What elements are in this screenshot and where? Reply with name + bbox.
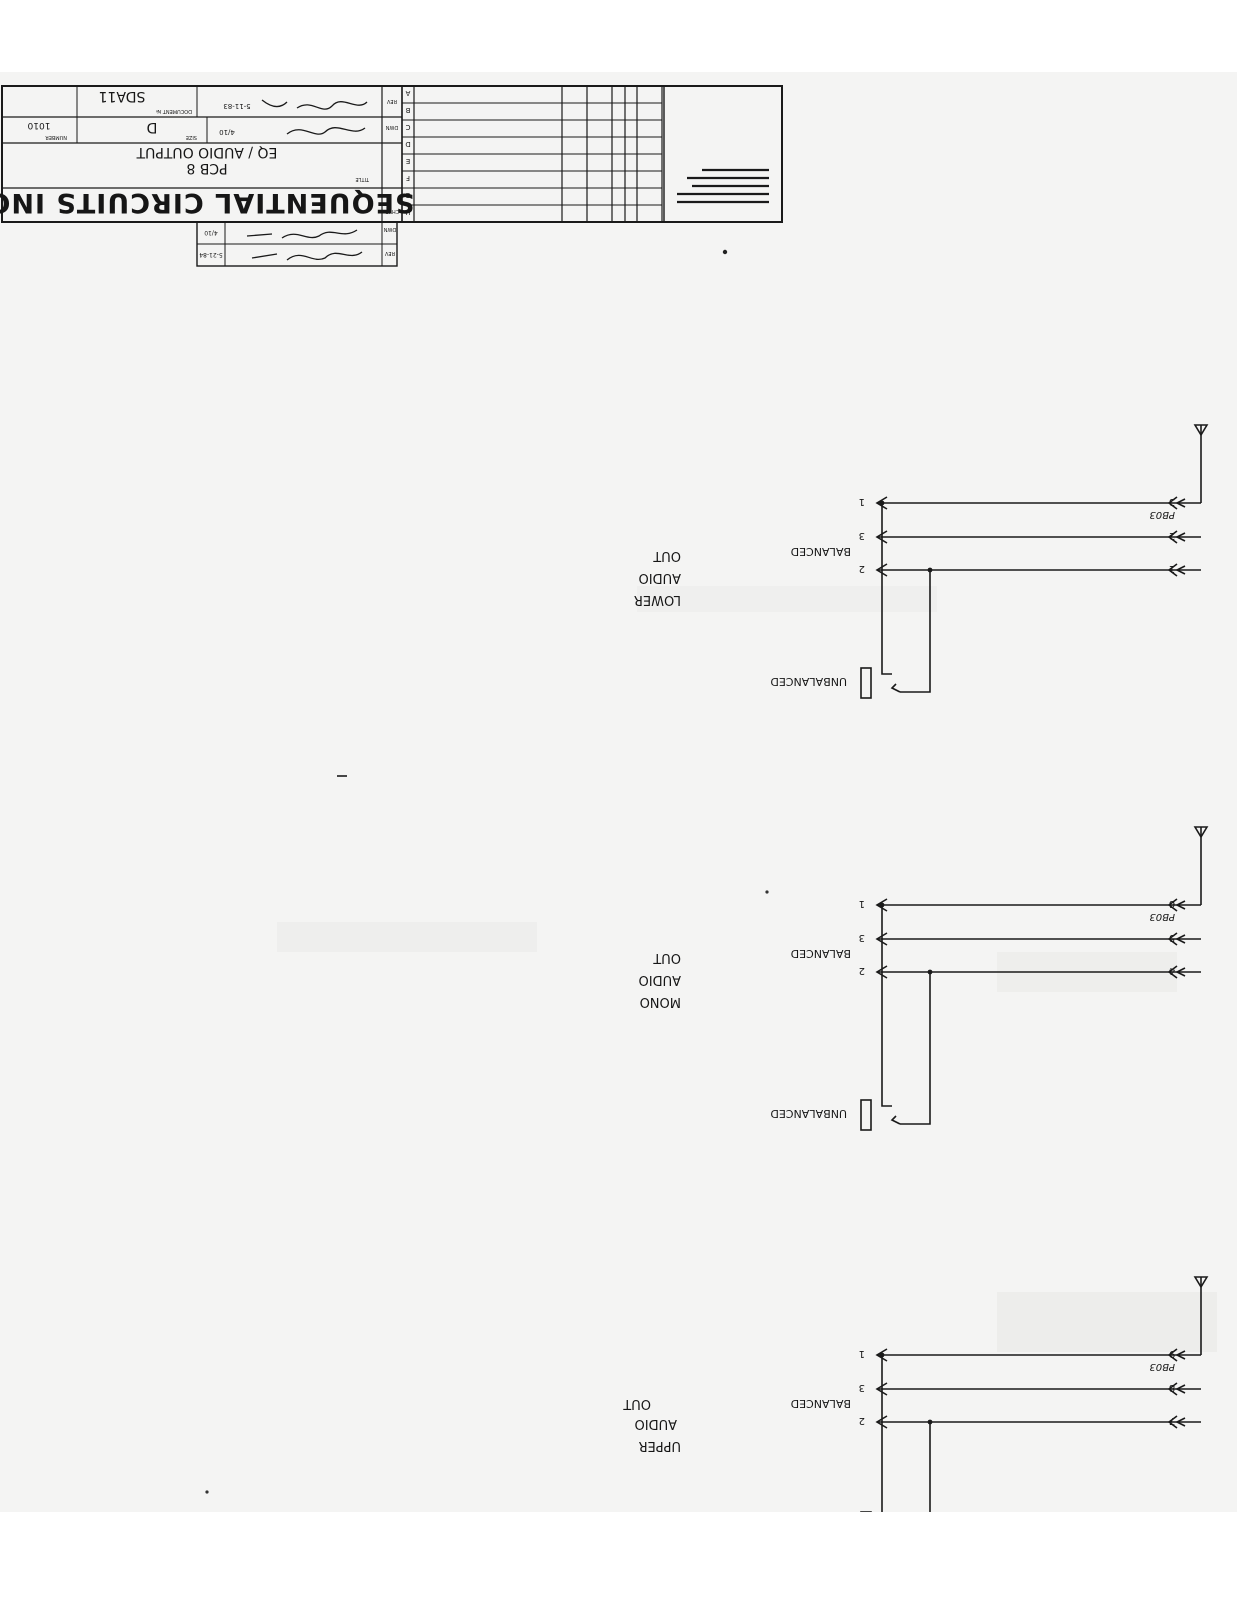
section-lower-audio-out: PB03 1 2 3 2 3 1 BALANCED UNBALANCED (634, 424, 1209, 699)
rev-row-letter: D (405, 140, 410, 148)
date-value: 4/10 (204, 229, 218, 236)
unbalanced-jack-icon (860, 1099, 872, 1131)
signature-chkd (261, 99, 368, 110)
title-area-subdividers (76, 86, 208, 143)
label-mini: DWN (385, 124, 398, 130)
label-mini: DWN (383, 226, 396, 232)
jack-contact (890, 1115, 901, 1125)
section-name-line: AUDIO (639, 570, 682, 585)
jack-pin: 2 (859, 965, 865, 976)
schematic-drawing: PB03 7 8 9 2 3 1 BALANCED OUT AU (0, 85, 1217, 1512)
revision-box-dividers (197, 222, 397, 266)
junction-dot (927, 969, 933, 975)
ground-triangle-icon (1193, 1276, 1209, 1289)
header-label: PB03 (1149, 911, 1175, 922)
section-name-line: LOWER (634, 592, 681, 607)
document-label: DOCUMENT № (155, 108, 192, 114)
section-name-line: UPPER (639, 1438, 681, 1453)
rev-row-letter: C (405, 123, 410, 131)
jack-pin: 2 (859, 1415, 865, 1426)
date-value: 4/10 (219, 128, 235, 136)
jack-pin: 2 (859, 563, 865, 574)
jack-pin: 1 (859, 1348, 865, 1359)
jack-arrows (875, 496, 888, 577)
label-mini: REV (386, 98, 397, 104)
document-value: SDA11 (99, 88, 146, 104)
jack-contact (890, 683, 901, 693)
size-value: D (147, 119, 158, 135)
rev-row-letter: A (405, 89, 410, 97)
title-area-dividers (2, 86, 402, 222)
section-name-line: OUT (653, 548, 681, 563)
date-value: 5-21-84 (199, 251, 223, 258)
jack-pin: 3 (859, 1382, 865, 1393)
jack-pin: 1 (859, 898, 865, 909)
schematic-rotated-view: PB03 7 8 9 2 3 1 BALANCED OUT AU (0, 72, 1237, 1512)
label-mini: REV (384, 250, 395, 256)
rev-row-letter: B (405, 106, 410, 114)
header-arrows-inner (1175, 900, 1186, 977)
header-arrows (1167, 496, 1178, 577)
schematic-sheet: PB03 7 8 9 2 3 1 BALANCED OUT AU (0, 72, 1237, 1512)
speck (205, 1490, 209, 1494)
balanced-label: BALANCED (791, 1397, 851, 1410)
unbalanced-label: UNBALANCED (770, 675, 847, 688)
label-mini: CHKD (385, 208, 400, 214)
title-line-1: PCB 8 (186, 160, 227, 176)
header-arrows-inner (1175, 1350, 1186, 1427)
rev-row-letter: G (405, 191, 410, 199)
speck (722, 249, 728, 255)
unbalanced-jack-icon (860, 667, 872, 699)
unbalanced-wires (881, 503, 931, 693)
section-name-line: OUT (623, 1396, 651, 1411)
rev-row-letter: E (406, 157, 410, 165)
jack-arrows (875, 898, 888, 979)
rev-row-letter: F (406, 174, 410, 182)
signature-rev-2 (251, 251, 363, 261)
jack-pin: 3 (859, 932, 865, 943)
junction-dot (879, 1352, 885, 1358)
scan-smudges (277, 586, 1217, 1352)
jack-pin: 3 (859, 530, 865, 541)
junction-dot (879, 500, 885, 506)
notes-text-lines (677, 168, 769, 204)
title-label: TITLE (355, 176, 370, 182)
title-line-2: EQ / AUDIO OUTPUT (136, 144, 277, 160)
jack-pin: 1 (859, 496, 865, 507)
speck (765, 890, 769, 894)
signature-dwn (286, 127, 366, 135)
signature-rev-1 (246, 229, 358, 239)
junction-dot (927, 567, 933, 573)
balanced-label: BALANCED (791, 947, 851, 960)
number-label: NUMBER (45, 134, 67, 140)
balanced-label: BALANCED (791, 545, 851, 558)
header-label: PB03 (1149, 509, 1175, 520)
section-name-line: AUDIO (635, 1416, 678, 1431)
rev-row-letter: H (405, 208, 410, 216)
section-mono-audio-out: PB03 4 5 6 2 3 1 BALANCED UNBALANCED (639, 826, 1209, 1131)
unbalanced-label: UNBALANCED (770, 1107, 847, 1120)
junction-dot (879, 902, 885, 908)
unbalanced-wires (881, 1355, 931, 1512)
rev-grid-rows (402, 102, 662, 206)
section-name-line: AUDIO (639, 972, 682, 987)
header-arrows (1167, 1348, 1178, 1429)
size-label: SIZE (186, 134, 197, 140)
company-name: SEQUENTIAL CIRCUITS INC (0, 187, 414, 218)
notes-box (663, 85, 783, 223)
title-block: H G F E D C B A CHKD DWN REV SEQUENTIAL … (0, 85, 783, 267)
header-arrows (1167, 898, 1178, 979)
header-arrows-inner (1175, 498, 1186, 575)
date-value: 5-11-83 (223, 102, 250, 110)
number-value: 1010 (27, 120, 50, 130)
header-label: PB03 (1149, 1361, 1175, 1372)
ground-triangle-icon (1193, 826, 1209, 839)
section-name-line: MONO (640, 994, 681, 1009)
ground-triangle-icon (1193, 424, 1209, 437)
junction-dot (927, 1419, 933, 1425)
section-upper-audio-out: PB03 7 8 9 2 3 1 BALANCED OUT AU (623, 1276, 1209, 1512)
jack-arrows (875, 1348, 888, 1429)
unbalanced-wires (881, 905, 931, 1125)
section-name-line: OUT (653, 950, 681, 965)
